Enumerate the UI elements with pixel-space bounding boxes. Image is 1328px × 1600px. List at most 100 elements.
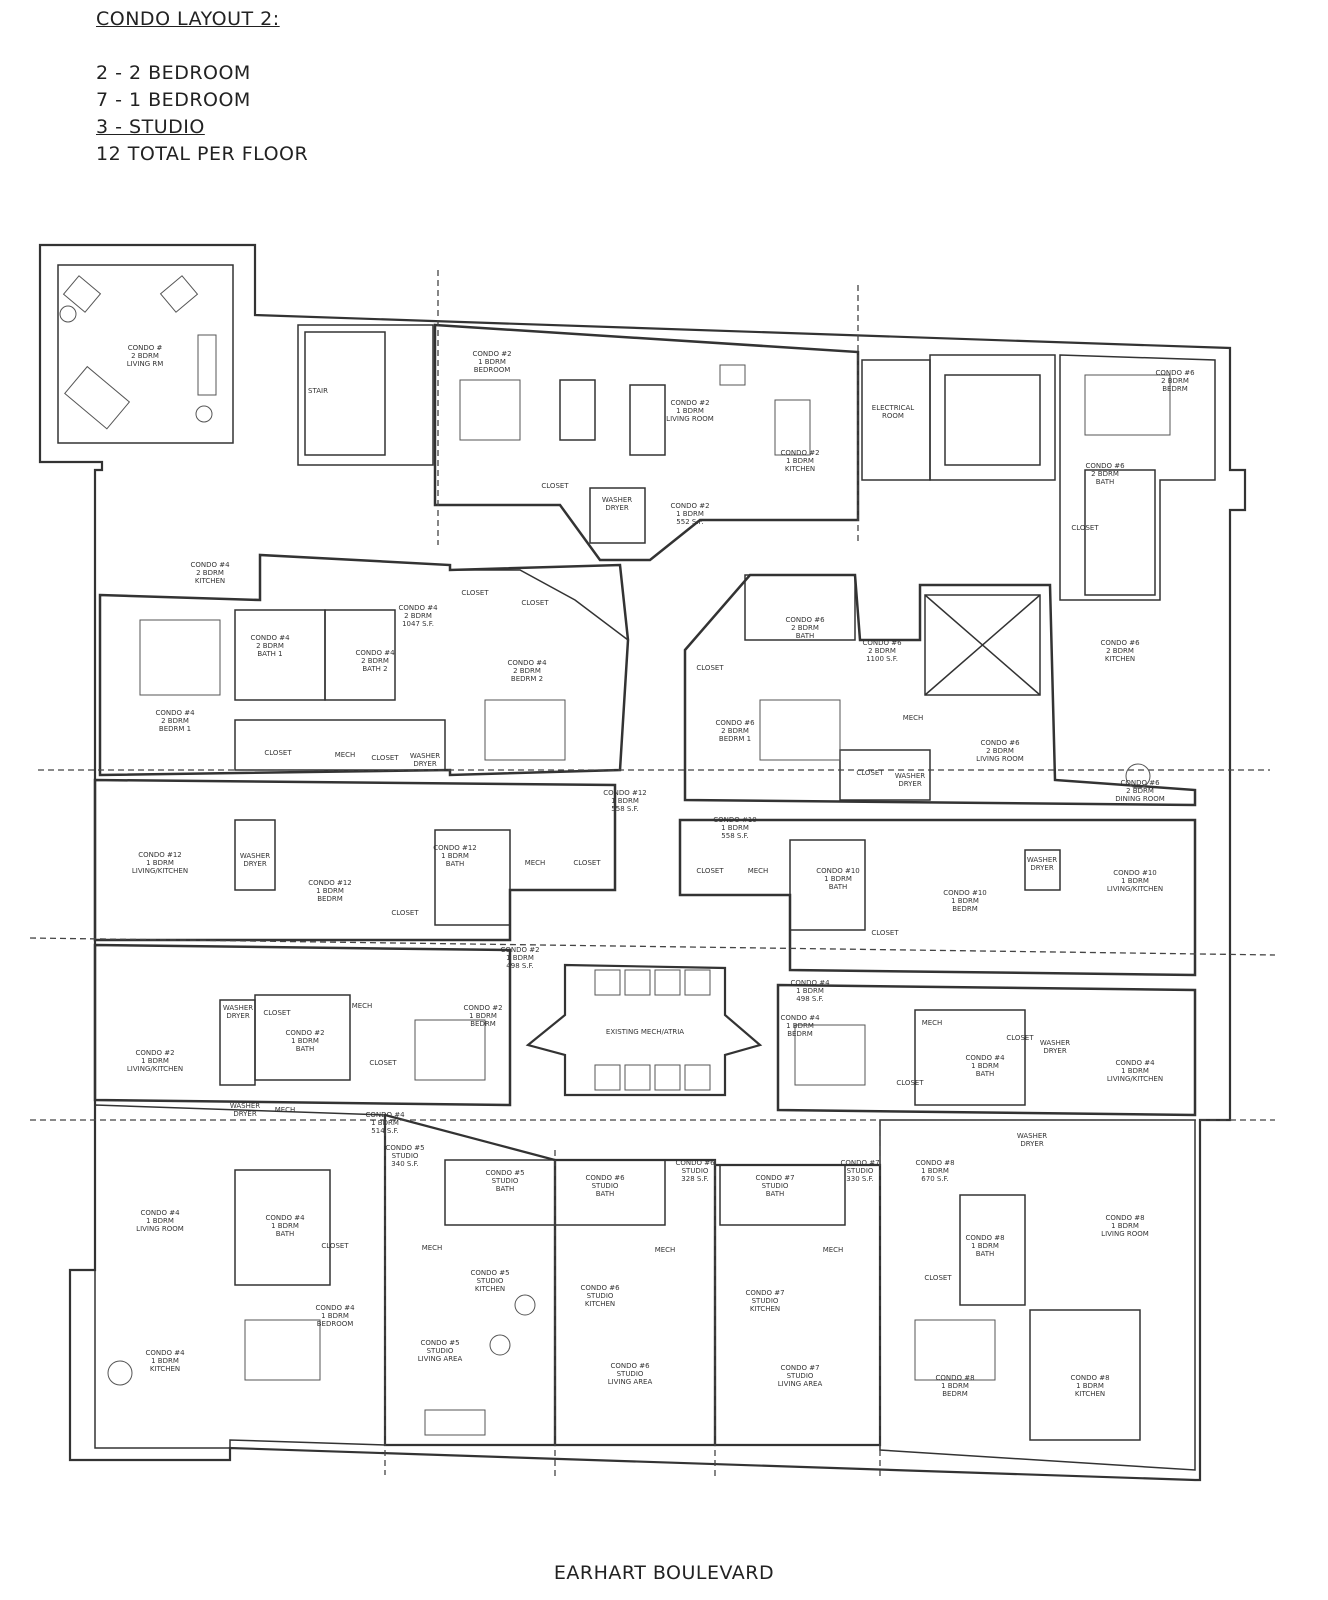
- room-label-line: CLOSET: [896, 1079, 924, 1087]
- room-label-line: 1 BDRM: [921, 1167, 949, 1175]
- room-label-line: CLOSET: [871, 929, 899, 937]
- room-label-line: CLOSET: [1071, 524, 1099, 532]
- room-label-line: CONDO #: [128, 344, 163, 352]
- room-label-line: BEDRM 1: [719, 735, 751, 743]
- room-label-line: BATH: [829, 883, 848, 891]
- room-label: MECH: [903, 714, 924, 722]
- legend-line-studio: 3 - STUDIO: [96, 116, 205, 138]
- room-label-line: 2 BDRM: [721, 727, 749, 735]
- room-label-line: 558 S.F.: [611, 805, 638, 813]
- room-label-line: CONDO #2: [285, 1029, 324, 1037]
- room-label-line: CLOSET: [391, 909, 419, 917]
- room-label-line: 330 S.F.: [846, 1175, 873, 1183]
- room-label-line: 2 BDRM: [361, 657, 389, 665]
- room-label-line: STUDIO: [682, 1167, 709, 1175]
- room-label-line: KITCHEN: [1075, 1390, 1105, 1398]
- room-label-line: CLOSET: [856, 769, 884, 777]
- room-label-line: CLOSET: [924, 1274, 952, 1282]
- room-label-line: 1 BDRM: [371, 1119, 399, 1127]
- room-label-line: CONDO #4: [250, 634, 290, 642]
- room-label-line: MECH: [903, 714, 924, 722]
- room-label-line: 1 BDRM: [611, 797, 639, 805]
- room-label-line: 1 BDRM: [971, 1242, 999, 1250]
- room-label-line: 1 BDRM: [271, 1222, 299, 1230]
- room-label-line: 2 BDRM: [256, 642, 284, 650]
- room-label-line: BEDROOM: [474, 366, 511, 374]
- room-label-line: CLOSET: [263, 1009, 291, 1017]
- room-label-line: LIVING ROOM: [976, 755, 1024, 763]
- room-label-line: KITCHEN: [475, 1285, 505, 1293]
- room-label-line: CONDO #4: [965, 1054, 1005, 1062]
- room-label-line: 2 BDRM: [1161, 377, 1189, 385]
- room-label: CLOSET: [391, 909, 419, 917]
- room-label-line: 1 BDRM: [506, 954, 534, 962]
- room-label-line: CONDO #7: [755, 1174, 794, 1182]
- room-label-line: 1 BDRM: [321, 1312, 349, 1320]
- room-label-line: 2 BDRM: [868, 647, 896, 655]
- room-label-line: BEDRM: [952, 905, 978, 913]
- room-label-line: CONDO #6: [1120, 779, 1160, 787]
- room-label-line: MECH: [748, 867, 769, 875]
- room-label-line: CONDO #5: [385, 1144, 424, 1152]
- room-label-line: LIVING/KITCHEN: [132, 867, 188, 875]
- room-label-line: MECH: [655, 1246, 676, 1254]
- room-label: CLOSET: [1006, 1034, 1034, 1042]
- room-label-line: 1 BDRM: [478, 358, 506, 366]
- room-label-line: CLOSET: [264, 749, 292, 757]
- room-label-line: CLOSET: [1006, 1034, 1034, 1042]
- room-label-line: STUDIO: [392, 1152, 419, 1160]
- room-label: MECH: [748, 867, 769, 875]
- room-label-line: CONDO #6: [785, 616, 825, 624]
- room-label-line: CLOSET: [696, 664, 724, 672]
- room-label-line: 1 BDRM: [441, 852, 469, 860]
- plan-walls: [38, 243, 1247, 1482]
- room-label: CLOSET: [521, 599, 549, 607]
- room-label-line: 1 BDRM: [676, 510, 704, 518]
- room-label-line: CLOSET: [371, 754, 399, 762]
- room-label-line: BATH: [596, 1190, 615, 1198]
- room-label: CLOSET: [371, 754, 399, 762]
- room-label-line: 552 S.F.: [676, 518, 703, 526]
- room-label-line: CLOSET: [696, 867, 724, 875]
- room-label-line: WASHER: [895, 772, 925, 780]
- room-label-line: 1 BDRM: [151, 1357, 179, 1365]
- room-label-line: CONDO #4: [1115, 1059, 1155, 1067]
- room-label-line: MECH: [525, 859, 546, 867]
- room-label-line: STAIR: [308, 387, 328, 395]
- room-label-line: WASHER: [240, 852, 270, 860]
- room-label-line: CONDO #10: [816, 867, 860, 875]
- room-label-line: 1 BDRM: [1111, 1222, 1139, 1230]
- room-label-line: DRYER: [226, 1012, 250, 1020]
- legend-heading: CONDO LAYOUT 2:: [96, 8, 280, 30]
- room-label-line: CONDO #10: [713, 816, 757, 824]
- room-label-line: 1047 S.F.: [402, 620, 434, 628]
- room-label-line: CONDO #6: [610, 1362, 650, 1370]
- room-label-line: MECH: [422, 1244, 443, 1252]
- room-label: CLOSET: [263, 1009, 291, 1017]
- room-label-line: 2 BDRM: [1126, 787, 1154, 795]
- room-label-line: STUDIO: [762, 1182, 789, 1190]
- room-label-line: STUDIO: [477, 1277, 504, 1285]
- room-label-line: CONDO #12: [308, 879, 352, 887]
